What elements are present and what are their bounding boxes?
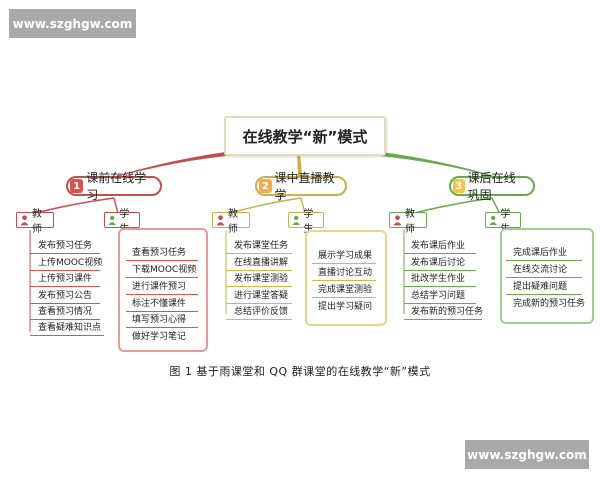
branch-label: 课前在线学习 [86, 171, 147, 202]
student-list-box-b2 [305, 230, 387, 326]
branch-label: 课后在线巩固 [467, 171, 516, 202]
list-item: 完成课后作业 [513, 248, 568, 258]
list-item: 查看疑难知识点 [38, 323, 102, 333]
role-student-b3: 学生 [485, 209, 521, 235]
item-underline [30, 253, 100, 254]
role-label: 教师 [405, 209, 415, 235]
item-underline [506, 294, 582, 295]
item-underline [226, 286, 292, 287]
list-item: 完成新的预习任务 [513, 299, 586, 309]
role-student-b2: 学生 [288, 209, 324, 235]
list-item: 批改学生作业 [411, 274, 466, 284]
item-underline [226, 253, 292, 254]
role-teacher-b3: 教师 [389, 209, 427, 235]
role-label: 学生 [303, 209, 314, 235]
list-item: 展示学习成果 [318, 251, 373, 261]
item-underline [312, 263, 376, 264]
item-underline [30, 270, 100, 271]
list-item: 发布课后作业 [411, 241, 466, 251]
list-item: 上传预习课件 [38, 274, 93, 284]
item-underline [506, 260, 582, 261]
item-underline [126, 260, 198, 261]
watermark-bottom: www.szghgw.com [465, 440, 589, 469]
item-underline [404, 303, 476, 304]
item-underline [226, 319, 292, 320]
item-underline [404, 286, 476, 287]
list-item: 查看预习任务 [132, 248, 187, 258]
branch-number-badge: 2 [259, 179, 272, 193]
list-item: 发布课堂任务 [234, 241, 289, 251]
figure-caption: 图 1 基于雨课堂和 QQ 群课堂的在线教学“新”模式 [169, 365, 431, 378]
item-underline [30, 303, 100, 304]
list-item: 发布预习任务 [38, 241, 93, 251]
student-person-icon [489, 215, 497, 225]
role-teacher-b2: 教师 [212, 209, 250, 235]
root-node: 在线教学“新”模式 [224, 116, 386, 156]
branch-in-class: 2 课中直播教学 [255, 171, 347, 202]
item-underline [30, 286, 100, 287]
item-underline [226, 303, 292, 304]
branch-number-badge: 1 [70, 179, 84, 193]
item-underline [404, 253, 476, 254]
branch-pre-class: 1 课前在线学习 [66, 171, 162, 202]
list-item: 发布课堂测验 [234, 274, 289, 284]
list-item: 进行课堂答疑 [234, 291, 289, 301]
item-underline [506, 277, 582, 278]
list-item: 总结学习问题 [411, 291, 466, 301]
role-label: 教师 [32, 209, 42, 235]
list-item: 上传MOOC视频 [38, 258, 103, 268]
role-teacher-b1: 教师 [16, 209, 54, 235]
list-item: 查看预习情况 [38, 307, 93, 317]
list-item: 在线交流讨论 [513, 265, 568, 275]
role-label: 教师 [228, 209, 238, 235]
connector-root-branch2 [297, 152, 302, 176]
list-item: 直播讨论互动 [318, 268, 373, 278]
connector-b1-student [113, 197, 119, 215]
list-item: 发布课后讨论 [411, 258, 466, 268]
student-list-box-b3 [500, 228, 594, 324]
item-underline [126, 277, 198, 278]
item-underline [404, 270, 476, 271]
list-item: 填写预习心得 [132, 315, 187, 325]
list-item: 发布预习公告 [38, 291, 93, 301]
role-student-b1: 学生 [104, 209, 140, 235]
student-person-icon [108, 215, 116, 225]
list-item: 做好学习笔记 [132, 332, 187, 342]
branch-post-class: 3 课后在线巩固 [449, 171, 535, 202]
list-item: 发布新的预习任务 [411, 307, 484, 317]
item-underline [404, 319, 482, 320]
student-list-box-b1 [118, 228, 208, 352]
list-item: 提出疑难问题 [513, 282, 568, 292]
list-item: 提出学习疑问 [318, 302, 373, 312]
branch-label: 课中直播教学 [274, 171, 335, 202]
connector-b3-student [491, 197, 501, 215]
watermark-top: www.szghgw.com [9, 9, 136, 38]
list-item: 下载MOOC视频 [132, 265, 197, 275]
item-underline [30, 335, 104, 336]
item-underline [126, 327, 198, 328]
list-item: 总结评价反馈 [234, 307, 289, 317]
teacher-person-icon [216, 215, 225, 226]
item-underline [312, 280, 376, 281]
item-underline [126, 311, 198, 312]
teacher-person-icon [393, 215, 402, 226]
teacher-person-icon [20, 215, 29, 226]
item-underline [312, 297, 376, 298]
item-underline [126, 294, 198, 295]
connector-b2-student [300, 197, 306, 215]
list-item: 在线直播讲解 [234, 258, 289, 268]
item-underline [226, 270, 292, 271]
list-item: 标注不懂课件 [132, 299, 187, 309]
student-person-icon [292, 215, 300, 225]
list-item: 进行课件预习 [132, 282, 187, 292]
list-item: 完成课堂测验 [318, 285, 373, 295]
branch-number-badge: 3 [453, 179, 465, 193]
item-underline [30, 319, 100, 320]
